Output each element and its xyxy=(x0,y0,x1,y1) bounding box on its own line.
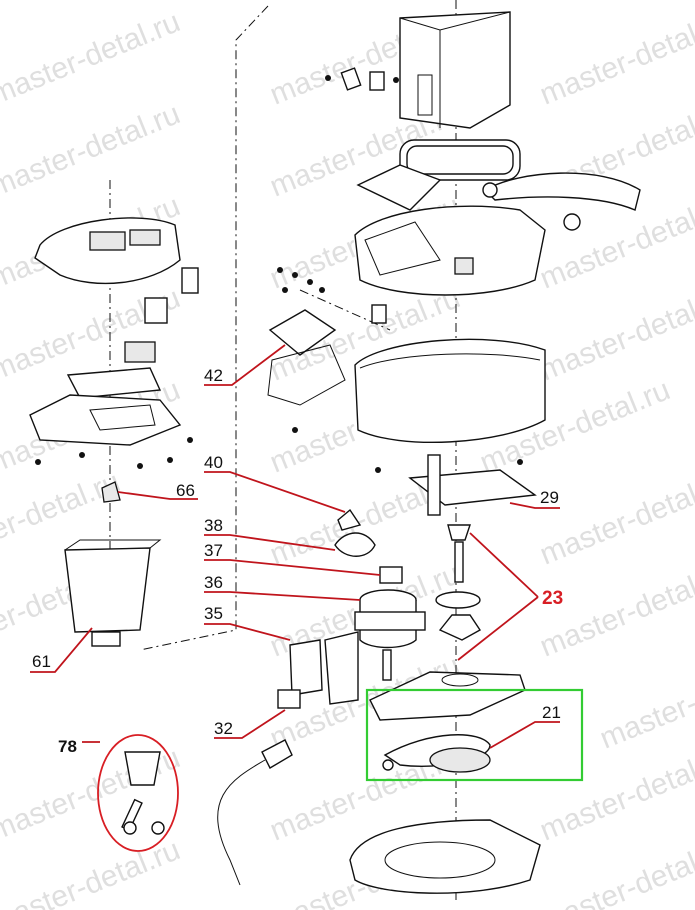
watermark-text: master-detal.ru xyxy=(0,281,185,387)
part-label-61: 61 xyxy=(32,652,51,671)
highlight-box-21 xyxy=(365,688,584,782)
watermark-text: master-detal.ru xyxy=(535,281,695,387)
part-label-32: 32 xyxy=(214,719,233,738)
watermark-text: master-detal.ru xyxy=(535,833,695,910)
wire-clamp xyxy=(334,532,376,557)
watermark-text: master-detal.ru xyxy=(535,557,695,663)
part-label-35: 35 xyxy=(204,604,223,623)
watermark-text: master-detal.ru xyxy=(535,189,695,295)
capacitor xyxy=(379,566,403,584)
watermark-text: master-detal.ru xyxy=(0,97,185,203)
part-label-78: 78 xyxy=(58,737,77,756)
housing-body xyxy=(354,338,546,444)
control-pcb xyxy=(289,631,359,705)
watermark-text: master-detal.ru xyxy=(535,741,695,847)
small-screws-top xyxy=(325,67,399,91)
baking-chamber xyxy=(399,11,511,129)
part-label-23: 23 xyxy=(542,588,563,609)
viewing-window xyxy=(66,367,162,399)
part-label-42: 42 xyxy=(204,366,223,385)
handle xyxy=(483,172,641,211)
part-label-29: 29 xyxy=(540,488,559,507)
lid-screws xyxy=(35,427,523,473)
handle-pivot xyxy=(482,182,498,198)
vent-cap xyxy=(124,341,156,363)
transformer xyxy=(277,689,301,709)
drive-belt-pulley xyxy=(382,734,491,773)
lid-hinge xyxy=(181,267,199,294)
bracket-frame xyxy=(408,454,537,516)
power-cord xyxy=(217,739,293,886)
watermark-text: master-detal.ru xyxy=(535,465,695,571)
part-label-40: 40 xyxy=(204,453,223,472)
inner-lid xyxy=(29,394,182,446)
bottom-base xyxy=(349,819,541,894)
sealing-gasket-inner xyxy=(406,145,514,175)
part-labels: 42 40 38 37 36 35 32 66 61 78 29 23 21 xyxy=(32,366,563,756)
watermark-text: master-detal.ru xyxy=(0,5,185,111)
motor xyxy=(354,589,426,681)
thermal-fuse xyxy=(337,508,362,531)
lid-latch xyxy=(144,297,168,324)
handle-pivot xyxy=(563,213,581,231)
part-label-66: 66 xyxy=(176,481,195,500)
kneading-paddle xyxy=(101,481,121,503)
outer-lid xyxy=(34,217,181,285)
assembly-axis-left xyxy=(139,5,269,651)
part-label-37: 37 xyxy=(204,541,223,560)
part-label-38: 38 xyxy=(204,516,223,535)
part-label-36: 36 xyxy=(204,573,223,592)
part-label-21: 21 xyxy=(542,703,561,722)
bread-pan xyxy=(64,539,162,647)
highlight-circle-78 xyxy=(97,734,179,852)
top-cover xyxy=(354,205,546,296)
leader-lines xyxy=(30,344,560,749)
control-panel-film xyxy=(356,164,442,211)
watermark-text: master-detal.ru xyxy=(595,649,695,755)
control-board-assembly xyxy=(267,267,387,406)
measuring-cup-spoon xyxy=(121,751,165,835)
watermark-text: master-detal.ru xyxy=(535,5,695,111)
drive-shaft-assembly xyxy=(435,524,482,641)
